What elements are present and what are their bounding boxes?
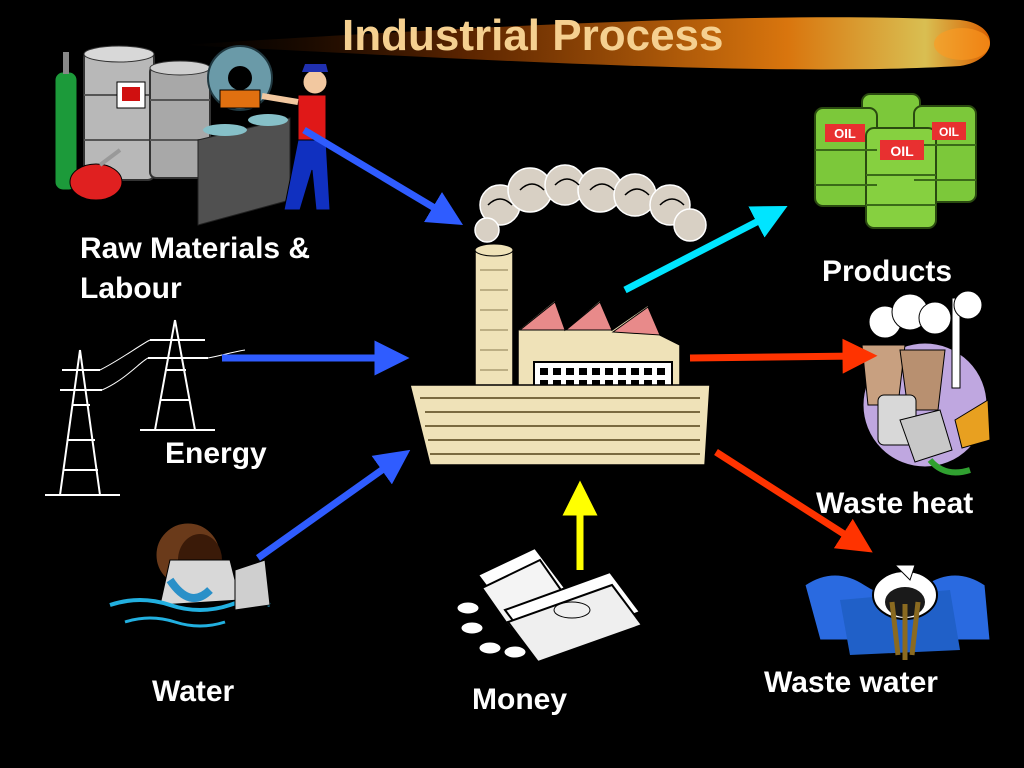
slide-title: Industrial Process [342,11,724,60]
water-pipe-icon [109,522,271,628]
arrow-products [623,205,788,294]
label-waste-heat: Waste heat [816,487,974,520]
power-pylons-icon [45,319,246,496]
label-raw-materials: Raw Materials & [80,232,311,265]
arrow-water [255,449,411,561]
money-icon [456,546,644,664]
drum-label-left: OIL [834,126,856,141]
factory-icon [409,164,711,466]
label-products: Products [822,255,953,288]
label-money: Money [472,683,568,716]
label-waste-water: Waste water [764,666,938,699]
arrow-raw-materials [302,126,464,225]
arrow-waste-heat [689,338,878,374]
drum-label-right: OIL [939,125,959,139]
title-streak [180,17,990,70]
sewage-pipe-icon [804,564,991,660]
label-water: Water [152,675,235,708]
label-labour: Labour [80,272,182,305]
label-energy: Energy [165,437,267,470]
drum-label-front: OIL [890,143,914,159]
arrow-waste-water [714,449,873,553]
raw-materials-icon [54,45,331,226]
power-plant-icon [861,290,991,476]
oil-drums-icon: OIL OIL OIL [814,93,977,229]
